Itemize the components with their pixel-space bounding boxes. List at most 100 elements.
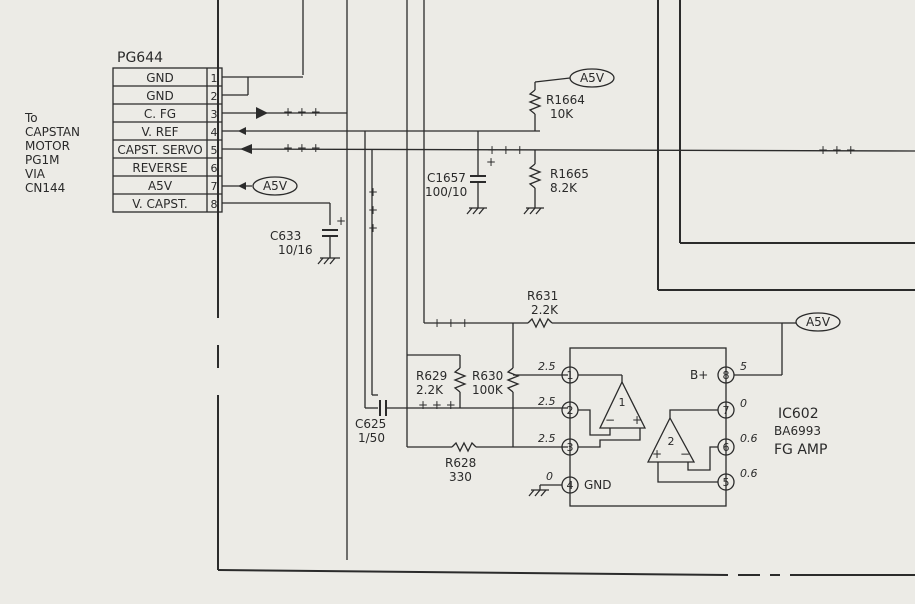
connector-label: GND	[146, 71, 174, 85]
r629-resistor: R629 2.2K	[407, 354, 467, 408]
svg-text:8: 8	[723, 369, 730, 382]
ic-part: BA6993	[774, 424, 821, 438]
connector-label: GND	[146, 89, 174, 103]
ic-pin-voltages: 2.5 2.5 2.5 0 5 0 0.6 0.6	[538, 360, 758, 483]
svg-text:MOTOR: MOTOR	[25, 139, 70, 153]
connector-pin: 7	[211, 180, 218, 193]
connector-label: V. REF	[141, 125, 178, 139]
connector-label: REVERSE	[132, 161, 187, 175]
connector-pin: 4	[211, 126, 218, 139]
connector-box	[112, 67, 223, 213]
ic-gnd-symbol	[528, 484, 562, 497]
r1664-ref: R1664	[546, 93, 585, 107]
c633-capacitor: + C633 10/16	[270, 214, 346, 265]
svg-text:5: 5	[723, 476, 730, 489]
c1657-ref: C1657	[427, 171, 466, 185]
svg-text:+: +	[336, 214, 346, 228]
ic-pins-right: 8 7 6 5	[717, 366, 735, 491]
opamp-2: 2 + −	[646, 409, 718, 483]
svg-text:0.6: 0.6	[740, 467, 758, 480]
connector-rows: GND 1 GND 2 C. FG 3 V. REF 4 CAPST. SERV…	[117, 71, 217, 211]
r628-ref: R628	[445, 456, 476, 470]
svg-text:+ + +: + + +	[818, 143, 856, 157]
r630-resistor: R630 100K	[472, 323, 520, 447]
svg-text:−: −	[680, 447, 690, 461]
r628-value: 330	[449, 470, 472, 484]
svg-text:+ + +: + + +	[487, 143, 525, 157]
svg-text:CAPSTAN: CAPSTAN	[25, 125, 80, 139]
svg-text:6: 6	[723, 441, 730, 454]
connector-wiring	[221, 76, 915, 560]
ic-ref: IC602	[778, 406, 819, 422]
ic-gnd-label: GND	[584, 478, 612, 492]
svg-text:7: 7	[723, 404, 730, 417]
connector-pin: 5	[211, 144, 218, 157]
r631-value: 2.2K	[531, 303, 559, 317]
svg-text:+: +	[652, 447, 662, 461]
r631-resistor: R631 2.2K	[424, 289, 796, 375]
svg-text:3: 3	[567, 441, 574, 454]
svg-text:CN144: CN144	[25, 181, 65, 195]
svg-text:0: 0	[546, 470, 553, 483]
svg-text:2.5: 2.5	[538, 360, 556, 373]
svg-text:+: +	[368, 221, 378, 235]
r631-ref: R631	[527, 289, 558, 303]
svg-text:A5V: A5V	[806, 315, 831, 329]
connector-pin: 1	[211, 72, 218, 85]
r1665-resistor: R1665 8.2K	[523, 150, 589, 215]
connector-id: PG644	[117, 50, 163, 66]
svg-text:2.5: 2.5	[538, 395, 556, 408]
a5v-tag-r1664: A5V	[569, 68, 615, 88]
svg-text:A5V: A5V	[263, 179, 288, 193]
opamp-1: 1 − +	[578, 374, 647, 448]
c633-value: 10/16	[278, 243, 313, 257]
c625-ref: C625	[355, 417, 386, 431]
r1664-resistor: R1664 10K	[528, 77, 585, 131]
c1657-value: 100/10	[425, 185, 467, 199]
plus-marks: + + + + + + + + + + + + + + + + + + + + …	[283, 105, 856, 412]
svg-text:4: 4	[567, 479, 574, 492]
connector-pin: 3	[211, 108, 218, 121]
svg-text:1: 1	[567, 369, 574, 382]
svg-text:+: +	[368, 185, 378, 199]
r630-value: 100K	[472, 383, 504, 397]
svg-text:+ + +: + + +	[418, 398, 456, 412]
svg-text:PG1M: PG1M	[25, 153, 60, 167]
svg-text:0: 0	[740, 397, 747, 410]
svg-text:VIA: VIA	[25, 167, 46, 181]
r630-ref: R630	[472, 369, 503, 383]
svg-text:+ + +: + + +	[283, 105, 321, 119]
frame-lines	[217, 0, 915, 576]
svg-text:1: 1	[619, 396, 626, 409]
r629-ref: R629	[416, 369, 447, 383]
svg-text:To: To	[24, 111, 38, 125]
ic602-body	[569, 347, 727, 507]
connector-label: V. CAPST.	[132, 197, 187, 211]
svg-text:−: −	[605, 413, 615, 427]
svg-text:A5V: A5V	[580, 71, 605, 85]
svg-text:+: +	[486, 155, 496, 169]
c625-value: 1/50	[358, 431, 385, 445]
connector-pin: 6	[211, 162, 218, 175]
c633-ref: C633	[270, 229, 301, 243]
destination-note: To CAPSTAN MOTOR PG1M VIA CN144	[24, 111, 80, 195]
r1665-ref: R1665	[550, 167, 589, 181]
connector-pin: 8	[211, 198, 218, 211]
ic-function: FG AMP	[774, 442, 827, 458]
r628-resistor: R628 330	[406, 355, 568, 484]
r1664-value: 10K	[550, 107, 574, 121]
r1665-value: 8.2K	[550, 181, 578, 195]
svg-text:0.6: 0.6	[740, 432, 758, 445]
connector-pin: 2	[211, 90, 218, 103]
c625-capacitor: C625 1/50	[355, 400, 568, 445]
svg-text:5: 5	[740, 360, 747, 373]
r629-value: 2.2K	[416, 383, 444, 397]
connector-label: A5V	[148, 179, 173, 193]
ic-bplus-label: B+	[690, 368, 708, 382]
a5v-tag-ic: A5V	[795, 312, 841, 332]
svg-text:+: +	[368, 203, 378, 217]
connector-label: CAPST. SERVO	[117, 143, 202, 157]
svg-text:2: 2	[567, 404, 574, 417]
